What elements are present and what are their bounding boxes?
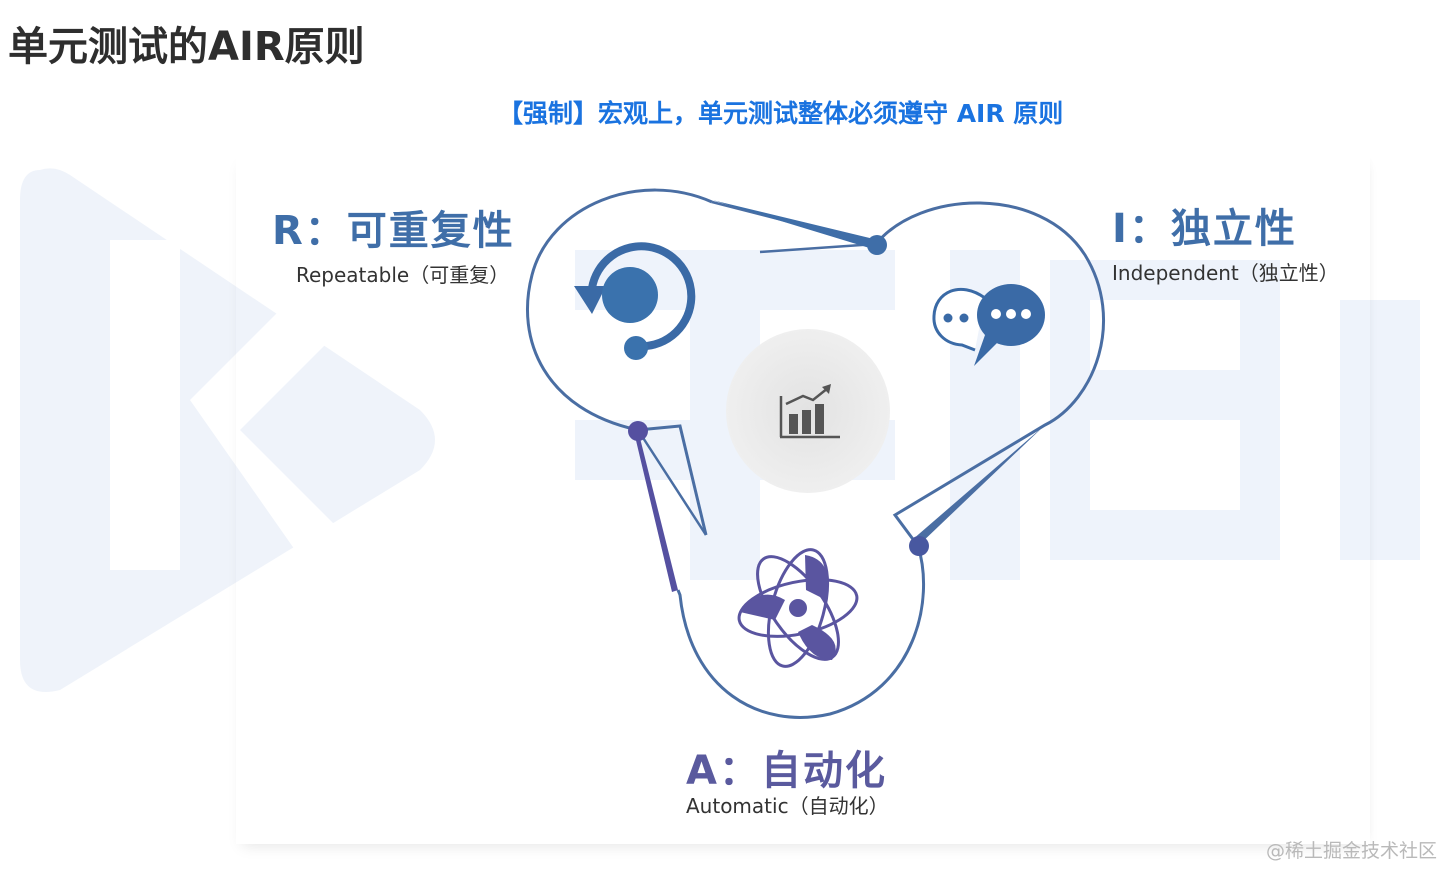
- repeatable-heading: R：可重复性: [272, 208, 515, 254]
- repeatable-detail: Repeatable（可重复）: [296, 263, 510, 287]
- node-i-a: [909, 536, 929, 556]
- chat-bubbles-icon: [932, 284, 1045, 366]
- atom-icon: [737, 548, 859, 668]
- footer-brand-watermark: @稀土掘金技术社区: [1266, 840, 1438, 862]
- independent-detail: Independent（独立性）: [1112, 261, 1339, 285]
- repeatable-connector: [711, 200, 877, 254]
- page-title: 单元测试的AIR原则: [8, 24, 365, 70]
- repeatable-lobe-outline: [526, 188, 713, 536]
- independent-heading: I：独立性: [1112, 206, 1297, 252]
- independent-lobe-outline: [874, 201, 1106, 547]
- rule-subtitle: 【强制】宏观上，单元测试整体必须遵守 AIR 原则: [498, 99, 1064, 128]
- automatic-heading: A：自动化: [686, 748, 887, 794]
- node-r-i: [867, 235, 887, 255]
- refresh-cycle-icon: [574, 242, 696, 360]
- bar-chart-growth-icon: [779, 384, 840, 439]
- automatic-lobe-outline: [676, 545, 925, 719]
- automatic-detail: Automatic（自动化）: [686, 794, 889, 818]
- node-a-r: [628, 421, 648, 441]
